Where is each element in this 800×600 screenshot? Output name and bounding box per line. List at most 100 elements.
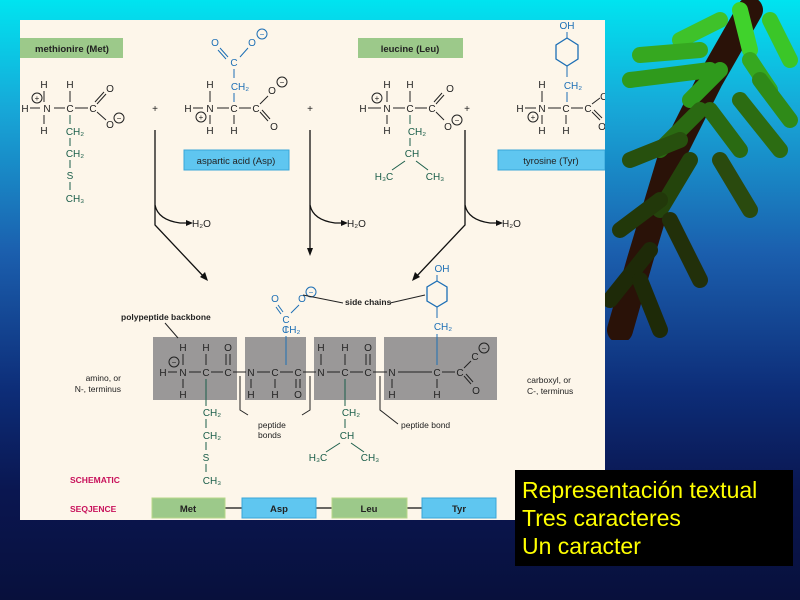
atom-ch: CH [340,431,354,442]
atom-h: H [66,80,73,91]
polypeptide-backbone-label: polypeptide backbone [121,312,211,322]
benzene-ring-icon [555,37,579,67]
atom-o: O [298,294,306,305]
sequence-label-tyr: Tyr [452,504,466,515]
carboxyl-terminus-label: C-, terminus [527,386,573,396]
atom-c: C [230,104,237,115]
water-byproduct: H₂O [502,219,521,230]
atom-o: O [224,343,232,354]
atom-h: H [202,343,209,354]
atom-c: C [202,368,209,379]
plus-sign: + [152,104,158,115]
peptide-bond-bracket [301,376,311,416]
atom-c: C [428,104,435,115]
peptide-bonds-label: peptide [258,420,286,430]
atom-h: H [206,126,213,137]
atom-o: O [106,120,114,131]
water-arrow-left [154,204,188,224]
plus-sign: + [307,104,313,115]
atom-ch3: CH₃ [203,476,222,487]
atom-h3c: H₃C [375,172,394,183]
met-label: methionire (Met) [35,44,109,55]
atom-h: H [40,126,47,137]
backbone-box [384,337,497,400]
atom-o: O [211,38,219,49]
atom-h: H [383,126,390,137]
atom-o: O [446,84,454,95]
sequence-box-leu [331,497,408,519]
atom-o: O [600,92,605,103]
polypeptide-backbone-atoms: H N − H H C H C O N H C H C [159,342,490,401]
minus-charge: − [172,358,177,367]
atom-h: H [406,80,413,91]
atom-o: O [268,86,276,97]
backbone-boxes [153,337,497,400]
plus-charge: + [375,94,380,103]
atom-h: H [40,80,47,91]
atom-o: O [248,38,256,49]
peptide-bond-label: peptide bond [401,420,450,430]
amino-terminus-label: amino, or [86,373,122,383]
leu-label: leucine (Leu) [381,44,440,55]
atom-o: O [598,122,605,133]
water-arrow-right [464,204,498,224]
caption-box: Representación textual Tres caracteres U… [515,470,793,566]
atom-h: H [359,104,366,115]
atom-h: H [184,104,191,115]
minus-charge: − [455,116,460,125]
atom-c: C [406,104,413,115]
atom-h: H [179,343,186,354]
atom-h: H [433,390,440,401]
atom-ch2: CH₂ [231,82,249,93]
atom-ch2: CH₂ [434,322,452,333]
minus-charge: − [482,344,487,353]
positive-charge-icon [195,111,207,123]
reaction-arrows [154,130,498,279]
atom-o: O [294,390,302,401]
positive-charge-icon [371,92,383,104]
atom-h: H [317,343,324,354]
atom-ch2: CH₂ [66,149,84,160]
atom-n: N [388,368,395,379]
atom-o: O [271,294,279,305]
atom-c: C [66,104,73,115]
atom-c: C [433,368,440,379]
schematic-row-label: SCHEMATIC [70,475,120,485]
atom-c: C [364,368,371,379]
plus-sign: + [464,104,470,115]
water-byproduct: H₂O [192,219,211,230]
plus-charge: + [531,113,536,122]
atom-h: H [388,390,395,401]
atom-h: H [271,390,278,401]
met-label-box [20,38,123,58]
plus-charge: + [35,94,40,103]
asp-label-box [183,149,290,171]
atom-c: C [271,368,278,379]
atom-ch3: CH₃ [426,172,445,183]
backbone-box [245,337,306,400]
atom-h: H [247,390,254,401]
minus-charge: − [309,288,314,297]
water-byproduct: H₂O [347,219,366,230]
atom-n: N [538,104,545,115]
sequence-label-met: Met [180,504,197,515]
atom-n: N [43,104,50,115]
sequence-row: Met Asp Leu Tyr [151,497,497,519]
atom-oh: OH [435,264,450,275]
caption-line: Representación textual [522,477,758,503]
atom-c: C [224,368,231,379]
atom-ch: CH [405,149,419,160]
atom-ch2: CH₂ [282,325,300,336]
atom-ch2: CH₂ [203,431,221,442]
atom-h: H [159,368,166,379]
arrow-right [414,130,466,279]
atom-o: O [472,386,480,397]
peptide-diagram: methionire (Met) H H H N + H C C O O − [20,21,605,519]
tyr-side-chain: OH CH₂ [426,264,452,365]
leu-side-chain: CH₂ CH H₃C CH₃ [309,379,379,464]
atom-ch2: CH₂ [203,408,221,419]
carboxyl-terminus-label: carboxyl, or [527,375,571,385]
atom-h: H [562,126,569,137]
atom-o: O [364,343,372,354]
aspartic-acid-structure: O O − C CH₂ H H N + H C H [184,28,288,137]
